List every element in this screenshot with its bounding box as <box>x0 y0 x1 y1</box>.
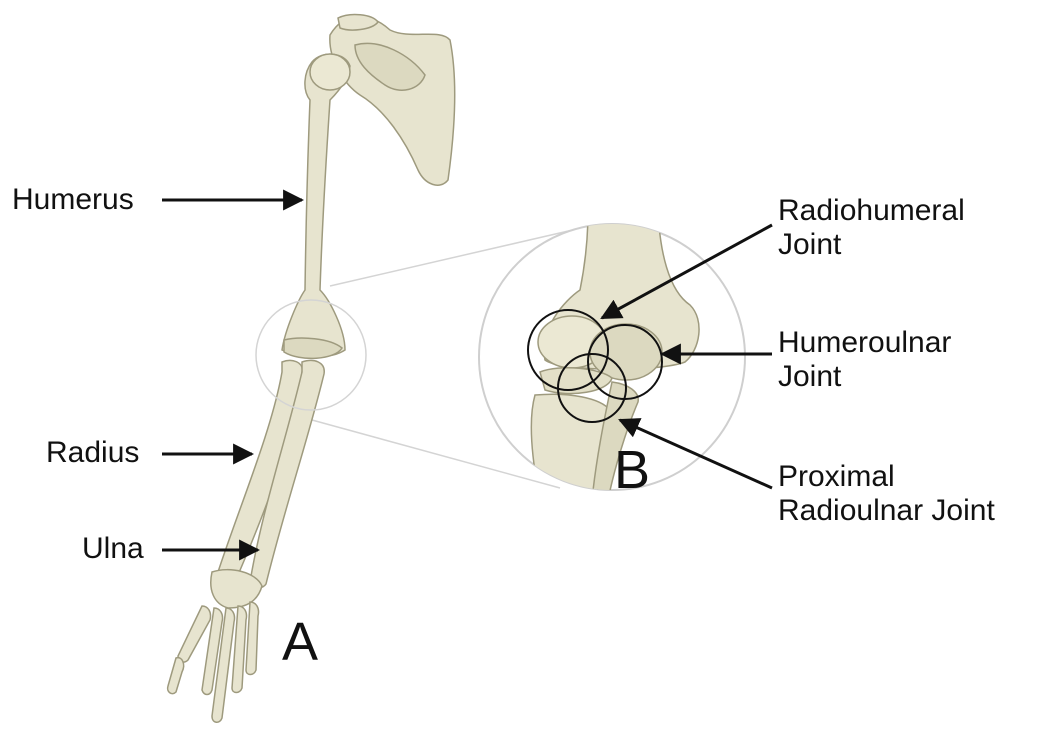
humerus-bone <box>282 54 350 357</box>
humerus-label: Humerus <box>12 183 134 217</box>
proximal-radioulnar-label-line-1: Proximal <box>778 460 995 494</box>
hand-bones <box>168 602 259 722</box>
proximal-radioulnar-label: Proximal Radioulnar Joint <box>778 460 995 528</box>
panel-label-a: A <box>282 614 318 670</box>
humeroulnar-label: Humeroulnar Joint <box>778 326 951 394</box>
radiohumeral-label-line-2: Joint <box>778 228 965 262</box>
scapula <box>330 16 455 185</box>
radiohumeral-label-line-1: Radiohumeral <box>778 194 965 228</box>
radiohumeral-label: Radiohumeral Joint <box>778 194 965 262</box>
humeroulnar-label-line-1: Humeroulnar <box>778 326 951 360</box>
ulna-label: Ulna <box>82 532 144 566</box>
radius-label: Radius <box>46 436 139 470</box>
panel-label-b: B <box>614 442 650 498</box>
proximal-radioulnar-label-line-2: Radioulnar Joint <box>778 494 995 528</box>
humeroulnar-label-line-2: Joint <box>778 360 951 394</box>
